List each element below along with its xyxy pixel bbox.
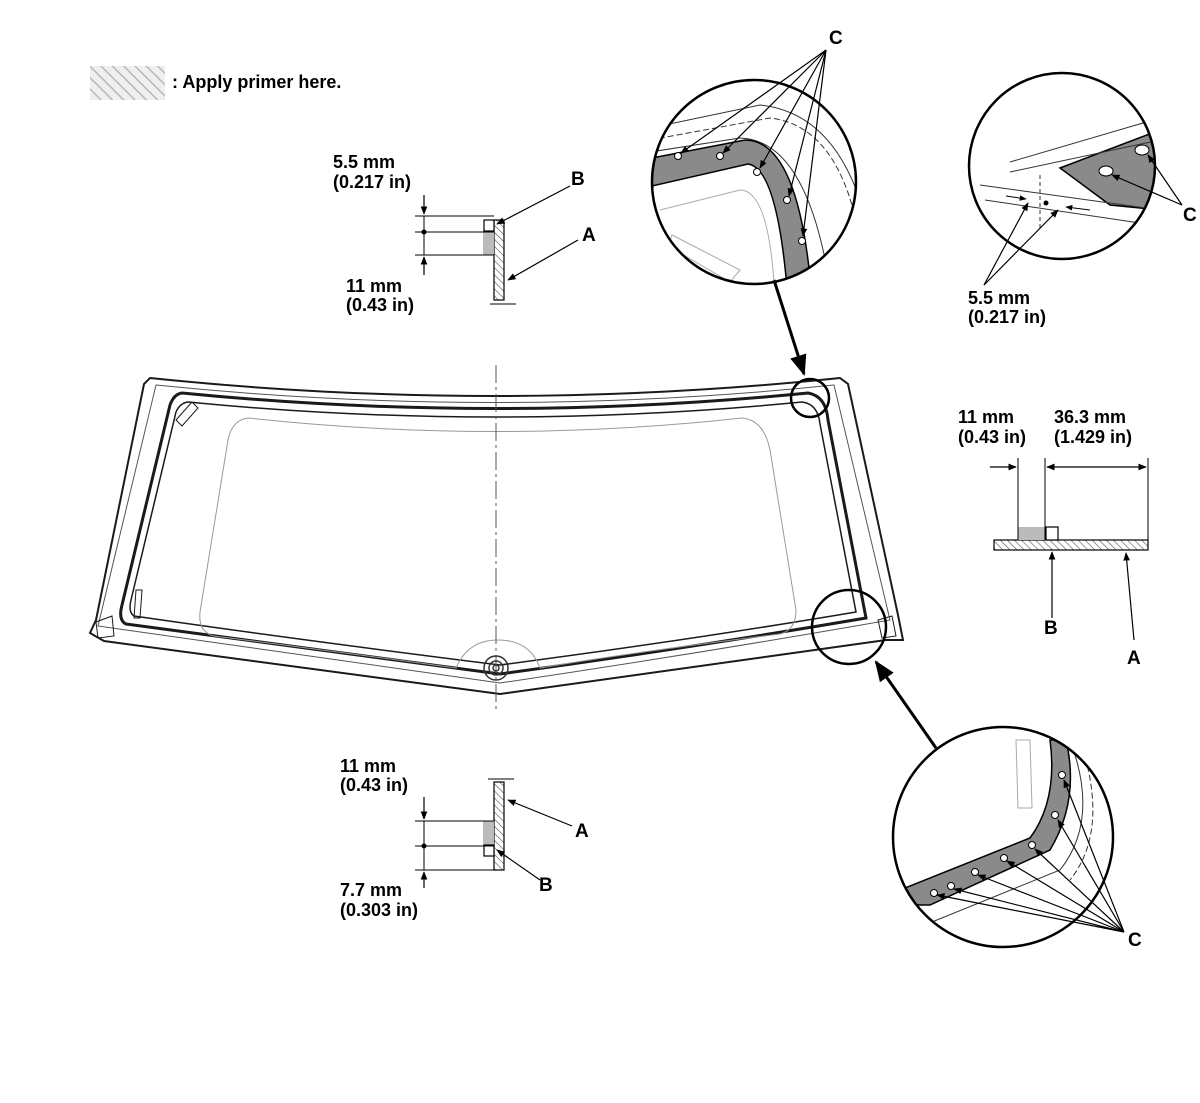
detail-spacing-dim-in: (0.217 in) (968, 307, 1047, 327)
callout-c-bottom-detail: C (1128, 930, 1142, 951)
primer-legend-label: : Apply primer here. (172, 72, 342, 92)
top-width-dim-mm: 11 mm (346, 276, 403, 296)
bottom-corner-detail (891, 725, 1125, 949)
callout-b-top: B (571, 169, 585, 190)
side-section-view (990, 458, 1149, 641)
top-section-view (415, 185, 579, 305)
callout-b-side: B (1044, 618, 1058, 639)
callout-c-top-detail: C (829, 28, 843, 49)
callout-c-right-detail: C (1183, 205, 1197, 226)
callout-a-top: A (582, 225, 596, 246)
side-width-dim-in: (0.43 in) (958, 427, 1027, 447)
top-detail-leader (772, 279, 807, 377)
rear-window-glass (88, 376, 905, 696)
bottom-width-dim-in: (0.43 in) (340, 775, 409, 795)
callout-b-bottom: B (539, 875, 553, 896)
right-top-detail (967, 71, 1183, 286)
bottom-corner-detail-marker (810, 588, 888, 666)
bottom-small-dim-mm: 7.7 mm (340, 880, 403, 900)
top-width-dim-in: (0.43 in) (346, 295, 415, 315)
wiper-pivot-icon (483, 655, 509, 681)
top-small-dim-in: (0.217 in) (333, 172, 412, 192)
detail-spacing-dim-mm: 5.5 mm (968, 288, 1031, 308)
top-corner-detail-marker (789, 377, 831, 419)
primer-legend-swatch (90, 66, 165, 100)
bottom-width-dim-mm: 11 mm (340, 756, 397, 776)
bottom-detail-leader (874, 660, 938, 749)
side-offset-dim-mm: 36.3 mm (1054, 407, 1127, 427)
top-small-dim-mm: 5.5 mm (333, 152, 396, 172)
bottom-section-view (415, 778, 573, 888)
bottom-small-dim-in: (0.303 in) (340, 900, 419, 920)
callout-a-bottom: A (575, 821, 589, 842)
callout-a-side: A (1127, 648, 1141, 669)
side-offset-dim-in: (1.429 in) (1054, 427, 1133, 447)
top-corner-detail (650, 49, 858, 286)
side-width-dim-mm: 11 mm (958, 407, 1015, 427)
